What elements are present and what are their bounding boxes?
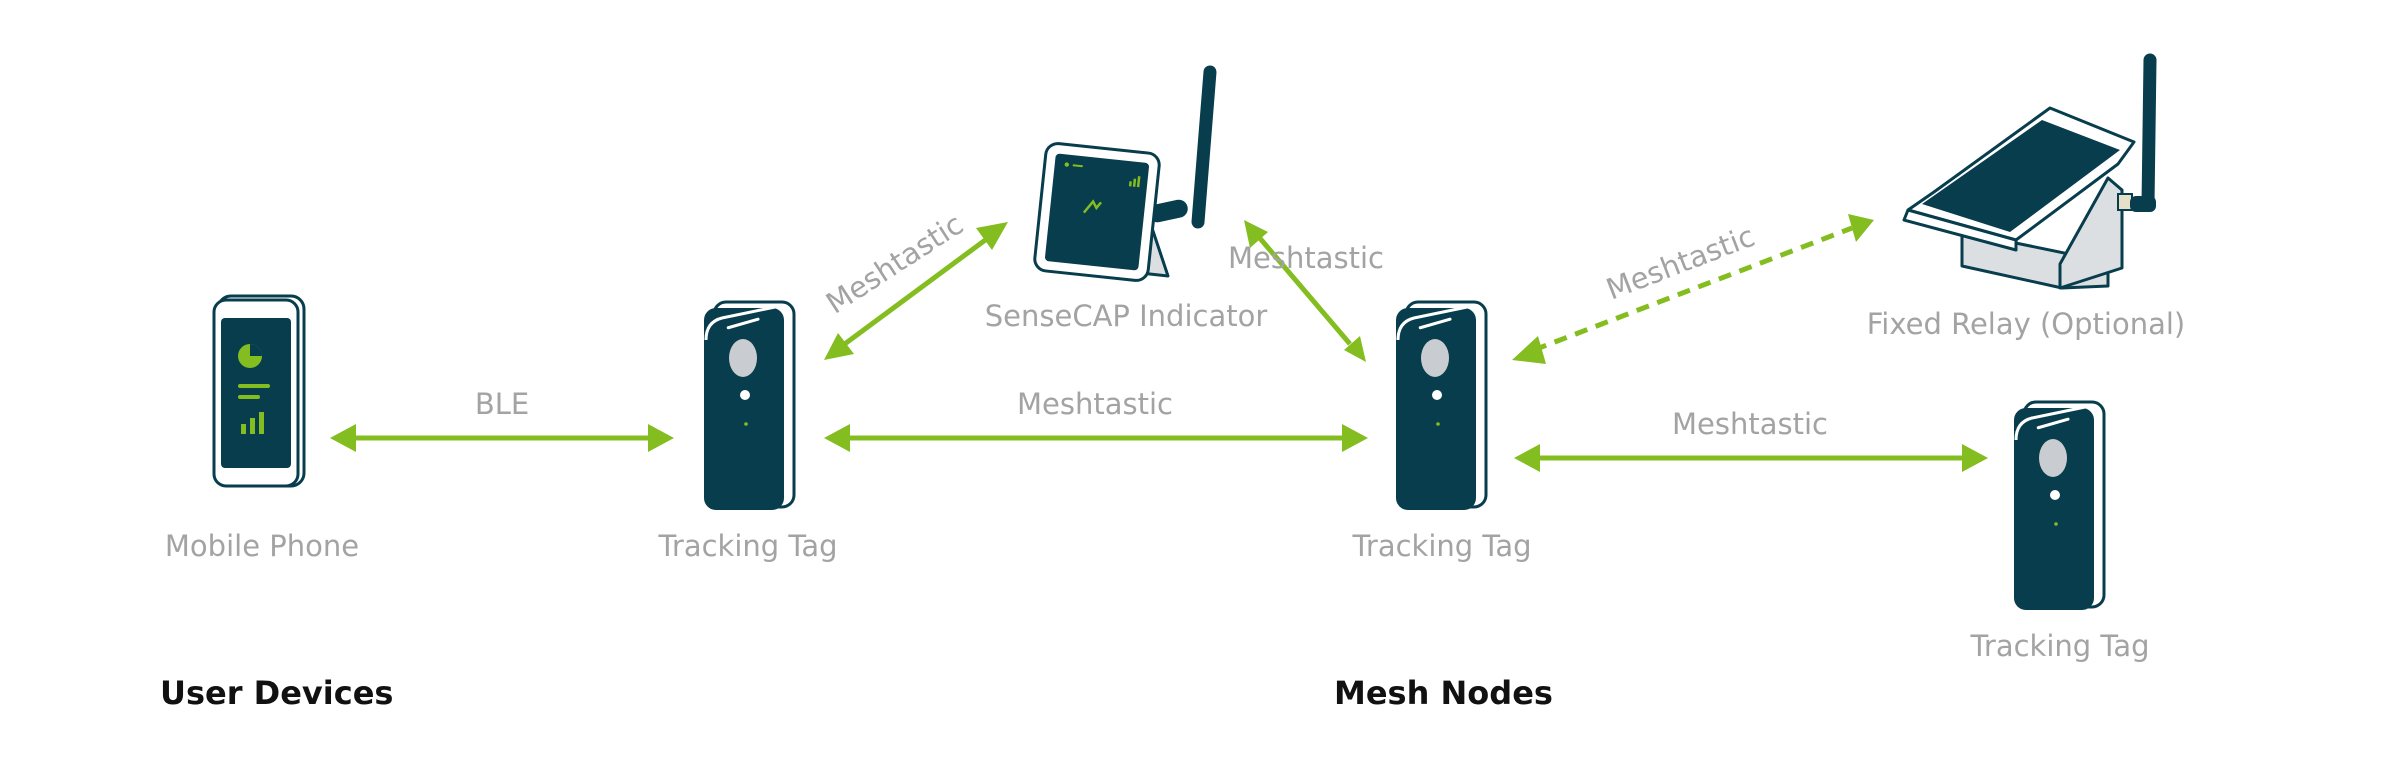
link-tag1-indicator (824, 222, 1008, 360)
link-ble-phone-tag (330, 424, 674, 452)
phone-icon (212, 294, 306, 488)
node-label-tracking-tag-3: Tracking Tag (1969, 629, 2149, 663)
link-label-tag2-tag3: Meshtastic (1672, 407, 1828, 441)
tracking-tag-icon (1394, 300, 1488, 512)
node-label-tracking-tag-1: Tracking Tag (657, 529, 837, 563)
node-label-sensecap-indicator: SenseCAP Indicator (985, 299, 1268, 333)
link-tag2-tag3 (1514, 444, 1988, 472)
link-label-indicator-tag2: Meshtastic (1228, 241, 1384, 275)
section-title-user-devices: User Devices (160, 674, 393, 712)
link-label-tag1-tag2: Meshtastic (1017, 387, 1173, 421)
indicator-device-icon (1033, 65, 1217, 282)
link-tag2-relay-optional (1512, 214, 1874, 364)
tracking-tag-icon (702, 300, 796, 512)
link-label-tag1-indicator: Meshtastic (820, 207, 969, 320)
node-label-mobile-phone: Mobile Phone (165, 529, 359, 563)
solar-relay-icon (1902, 53, 2157, 290)
node-label-fixed-relay: Fixed Relay (Optional) (1867, 307, 2186, 341)
section-title-mesh-nodes: Mesh Nodes (1334, 674, 1553, 712)
node-label-tracking-tag-2: Tracking Tag (1351, 529, 1531, 563)
link-label-ble: BLE (475, 387, 529, 421)
tracking-tag-icon (2012, 400, 2106, 612)
link-tag1-tag2 (824, 424, 1368, 452)
link-indicator-tag2 (1244, 220, 1366, 362)
